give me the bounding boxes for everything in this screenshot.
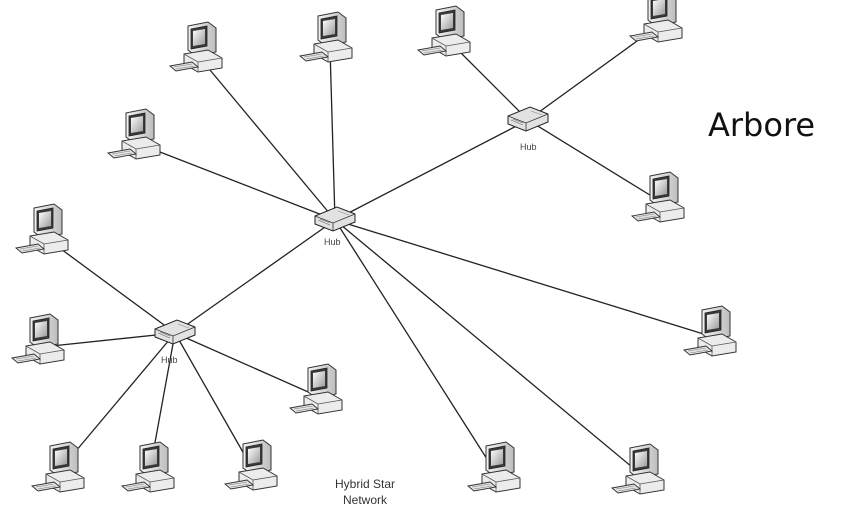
link-ur-c bbox=[527, 119, 659, 201]
desktop-computer-icon bbox=[467, 441, 521, 493]
desktop-computer-icon bbox=[631, 171, 685, 223]
link-ll-f bbox=[174, 332, 316, 396]
hub-upper-right: Hub bbox=[507, 106, 549, 152]
desktop-computer-icon bbox=[121, 441, 175, 493]
link-ll-e bbox=[174, 332, 253, 469]
desktop-computer-icon bbox=[31, 441, 85, 493]
computer-upper-right-c bbox=[631, 171, 685, 223]
hub-upper-right-label: Hub bbox=[520, 142, 537, 152]
caption-line-1: Hybrid Star bbox=[334, 477, 396, 491]
computer-left-a bbox=[15, 203, 69, 255]
link-ll-b bbox=[41, 332, 176, 348]
link-ll-c bbox=[59, 332, 176, 471]
link-central-top-left bbox=[199, 57, 336, 221]
computer-upper-right-b bbox=[629, 0, 683, 43]
desktop-computer-icon bbox=[417, 5, 471, 57]
link-central-right-middle bbox=[334, 219, 711, 337]
link-ll-a bbox=[45, 237, 176, 334]
desktop-computer-icon bbox=[611, 443, 665, 495]
link-central-left-upper bbox=[141, 144, 336, 221]
desktop-computer-icon bbox=[629, 0, 683, 43]
link-ur-b bbox=[527, 27, 656, 121]
link-central-bottom-right bbox=[334, 219, 639, 473]
link-central-lower-left-hub bbox=[174, 219, 336, 334]
caption-line-2: Network bbox=[342, 493, 387, 507]
computer-bottom-mid-right bbox=[467, 441, 521, 493]
computer-bottom-2 bbox=[121, 441, 175, 493]
computer-left-b bbox=[11, 313, 65, 365]
side-heading: Arbore bbox=[708, 106, 816, 144]
link-central-top-center bbox=[329, 47, 336, 221]
hub-lower-left-label: Hub bbox=[161, 355, 178, 365]
desktop-computer-icon bbox=[107, 108, 161, 160]
desktop-computer-icon bbox=[15, 203, 69, 255]
computer-left-upper bbox=[107, 108, 161, 160]
desktop-computer-icon bbox=[289, 363, 343, 415]
diagram-caption: Hybrid Star Network bbox=[290, 476, 440, 508]
computer-lower-mid bbox=[289, 363, 343, 415]
network-links bbox=[41, 27, 711, 473]
desktop-computer-icon bbox=[299, 11, 353, 63]
computer-bottom-right bbox=[611, 443, 665, 495]
desktop-computer-icon bbox=[11, 313, 65, 365]
computer-upper-right-a bbox=[417, 5, 471, 57]
computer-bottom-1 bbox=[31, 441, 85, 493]
link-central-upper-right-hub bbox=[334, 119, 529, 221]
desktop-computer-icon bbox=[224, 439, 278, 491]
computer-top-left bbox=[169, 21, 223, 73]
hub-lower-left: Hub bbox=[154, 319, 196, 365]
computer-bottom-3 bbox=[224, 439, 278, 491]
hub-central-label: Hub bbox=[324, 237, 341, 247]
link-central-bottom-mid-right bbox=[334, 219, 495, 471]
computer-top-center bbox=[299, 11, 353, 63]
hub-central: Hub bbox=[314, 206, 356, 247]
desktop-computer-icon bbox=[169, 21, 223, 73]
